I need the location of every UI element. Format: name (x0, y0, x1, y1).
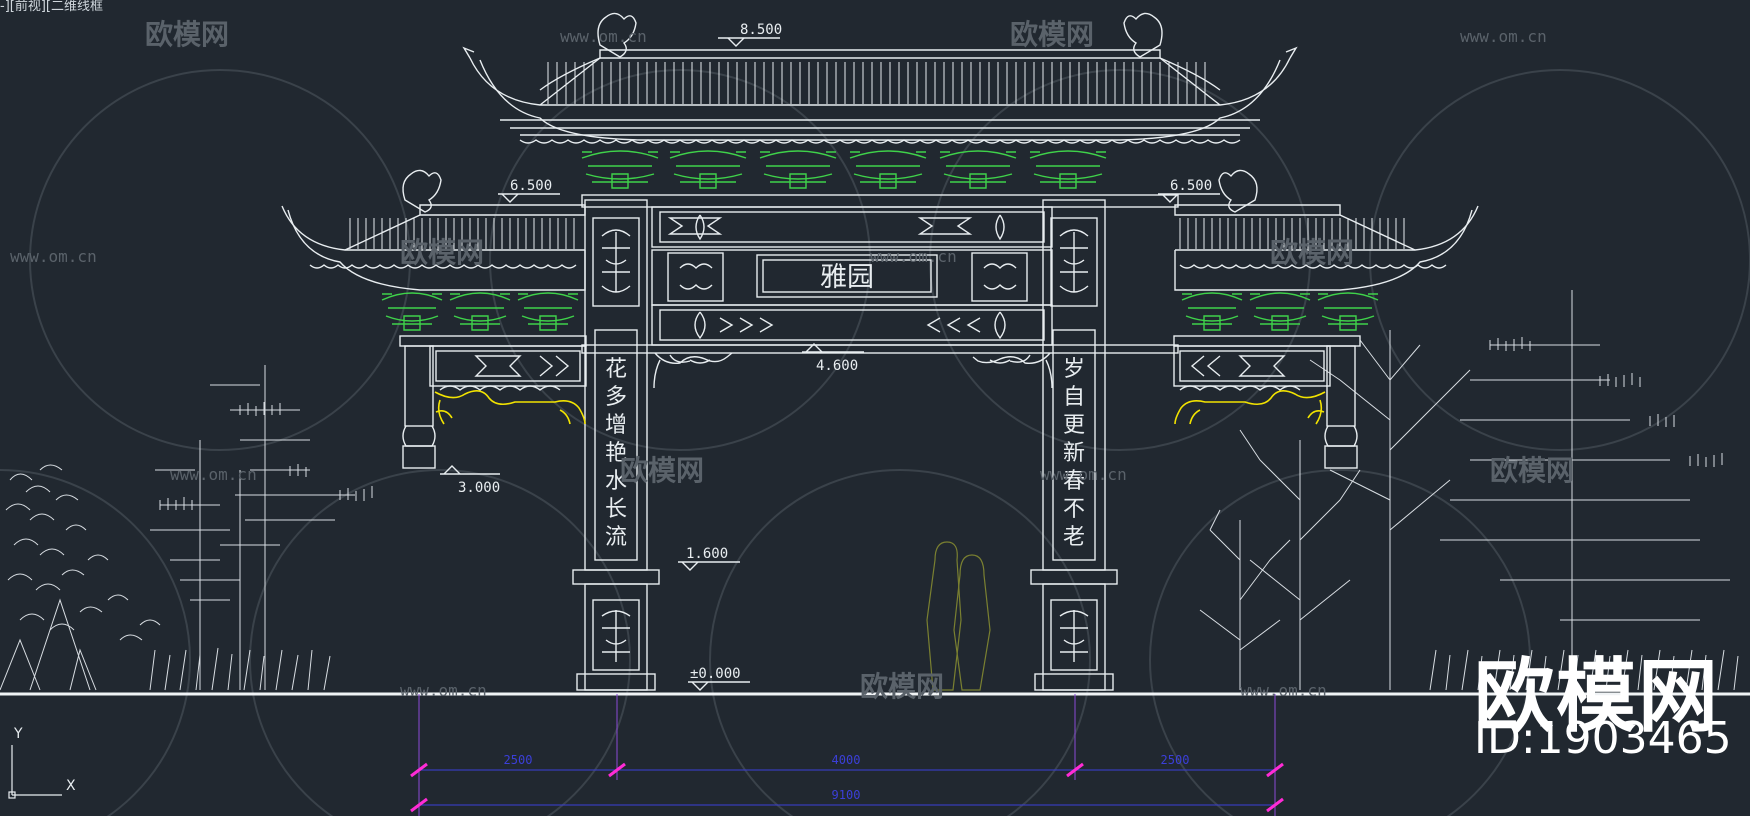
axis-y-label: Y (13, 726, 23, 742)
couplet-char: 春 (1063, 469, 1085, 494)
dim-total: 9100 (832, 788, 861, 802)
level-markers: 8.500 6.500 6.500 4.600 3.000 (440, 22, 1220, 691)
level-ground: ±0.000 (688, 666, 750, 691)
dougong-bracket (939, 150, 1017, 189)
couplet-char: 流 (605, 525, 627, 550)
right-side-roof (1174, 169, 1479, 291)
watermark-url: www.om.cn (1460, 27, 1547, 46)
axis-x-label: X (66, 778, 76, 794)
dim-seg2: 4000 (832, 753, 861, 767)
brand-id: ID:1903465 (1474, 713, 1732, 764)
dim-seg1: 2500 (504, 753, 533, 767)
level-side-eave: 3.000 (440, 465, 500, 496)
svg-text:8.500: 8.500 (740, 22, 782, 38)
level-top: 8.500 (718, 22, 782, 47)
right-vegetation (1199, 290, 1739, 691)
level-side-left: 6.500 (498, 178, 560, 203)
ucs-axis-icon: Y X (8, 726, 76, 799)
human-figures (926, 541, 991, 691)
watermark-url: www.om.cn (10, 247, 97, 266)
right-yellow-bracket (1174, 390, 1326, 425)
left-vegetation (0, 365, 373, 691)
dougong-brackets-left (381, 292, 579, 331)
svg-text:3.000: 3.000 (458, 480, 500, 496)
dougong-bracket (1181, 292, 1243, 331)
left-main-column (572, 199, 660, 691)
watermark-brand: 欧模网 (1010, 18, 1094, 51)
plaque-text: 雅园 (820, 262, 874, 293)
left-side-bay (399, 335, 587, 469)
couplet-char: 长 (605, 497, 627, 522)
watermark-url: www.om.cn (170, 465, 257, 484)
couplet-char: 增 (605, 413, 627, 438)
dougong-bracket (669, 150, 747, 189)
couplet-char: 多 (605, 385, 627, 410)
dougong-bracket (381, 292, 443, 331)
svg-text:1.600: 1.600 (686, 546, 728, 562)
couplet-char: 岁 (1063, 357, 1085, 382)
couplet-char: 新 (1063, 441, 1085, 466)
brand-logo: 欧模网 (1474, 650, 1720, 743)
main-roof (462, 12, 1298, 144)
watermark-url: www.om.cn (870, 247, 957, 266)
dougong-bracket (1029, 150, 1107, 189)
viewport-label[interactable]: -][前视][二维线框 (0, 0, 103, 14)
dougong-bracket (449, 292, 511, 331)
watermark-brand: 欧模网 (1490, 454, 1574, 487)
watermark-brand: 欧模网 (1270, 236, 1354, 269)
dougong-bracket (1249, 292, 1311, 331)
svg-text:±0.000: ±0.000 (690, 666, 741, 682)
svg-text:6.500: 6.500 (1170, 178, 1212, 194)
couplet-char: 更 (1063, 413, 1085, 438)
watermark-url: www.om.cn (560, 27, 647, 46)
dougong-bracket (581, 150, 659, 189)
dimension-lines: 2500 4000 2500 9100 (410, 694, 1284, 816)
watermark-brand: 欧模网 (145, 18, 229, 51)
dougong-brackets-right (1181, 292, 1379, 331)
watermark-brand: 欧模网 (860, 670, 944, 703)
couplet-char: 老 (1063, 525, 1085, 550)
dougong-bracket (1317, 292, 1379, 331)
svg-text:4.600: 4.600 (816, 358, 858, 374)
couplet-char: 花 (605, 357, 627, 382)
watermark-brand: 欧模网 (620, 454, 704, 487)
couplet-char: 不 (1063, 497, 1085, 522)
dougong-bracket (517, 292, 579, 331)
watermark-brand: 欧模网 (400, 236, 484, 269)
dougong-brackets-top (581, 150, 1107, 189)
level-side-right: 6.500 (1158, 178, 1220, 203)
watermark-url: www.om.cn (400, 681, 487, 700)
couplet-char: 自 (1063, 385, 1085, 410)
level-beam: 4.600 (802, 343, 864, 374)
roof-tiles-top (547, 62, 1206, 104)
right-side-bay (1173, 335, 1361, 469)
watermark-url: www.om.cn (1240, 681, 1327, 700)
watermark-url: www.om.cn (1040, 465, 1127, 484)
couplet-char: 水 (605, 469, 627, 494)
couplet-char: 艳 (605, 441, 627, 466)
right-main-column (1030, 199, 1118, 691)
gate-structure: 雅园 (281, 12, 1479, 691)
dougong-bracket (759, 150, 837, 189)
svg-text:6.500: 6.500 (510, 178, 552, 194)
central-frieze: 雅园 (581, 194, 1179, 389)
dim-seg3: 2500 (1161, 753, 1190, 767)
dougong-bracket (849, 150, 927, 189)
level-base: 1.600 (678, 546, 740, 571)
left-yellow-bracket (434, 390, 586, 425)
